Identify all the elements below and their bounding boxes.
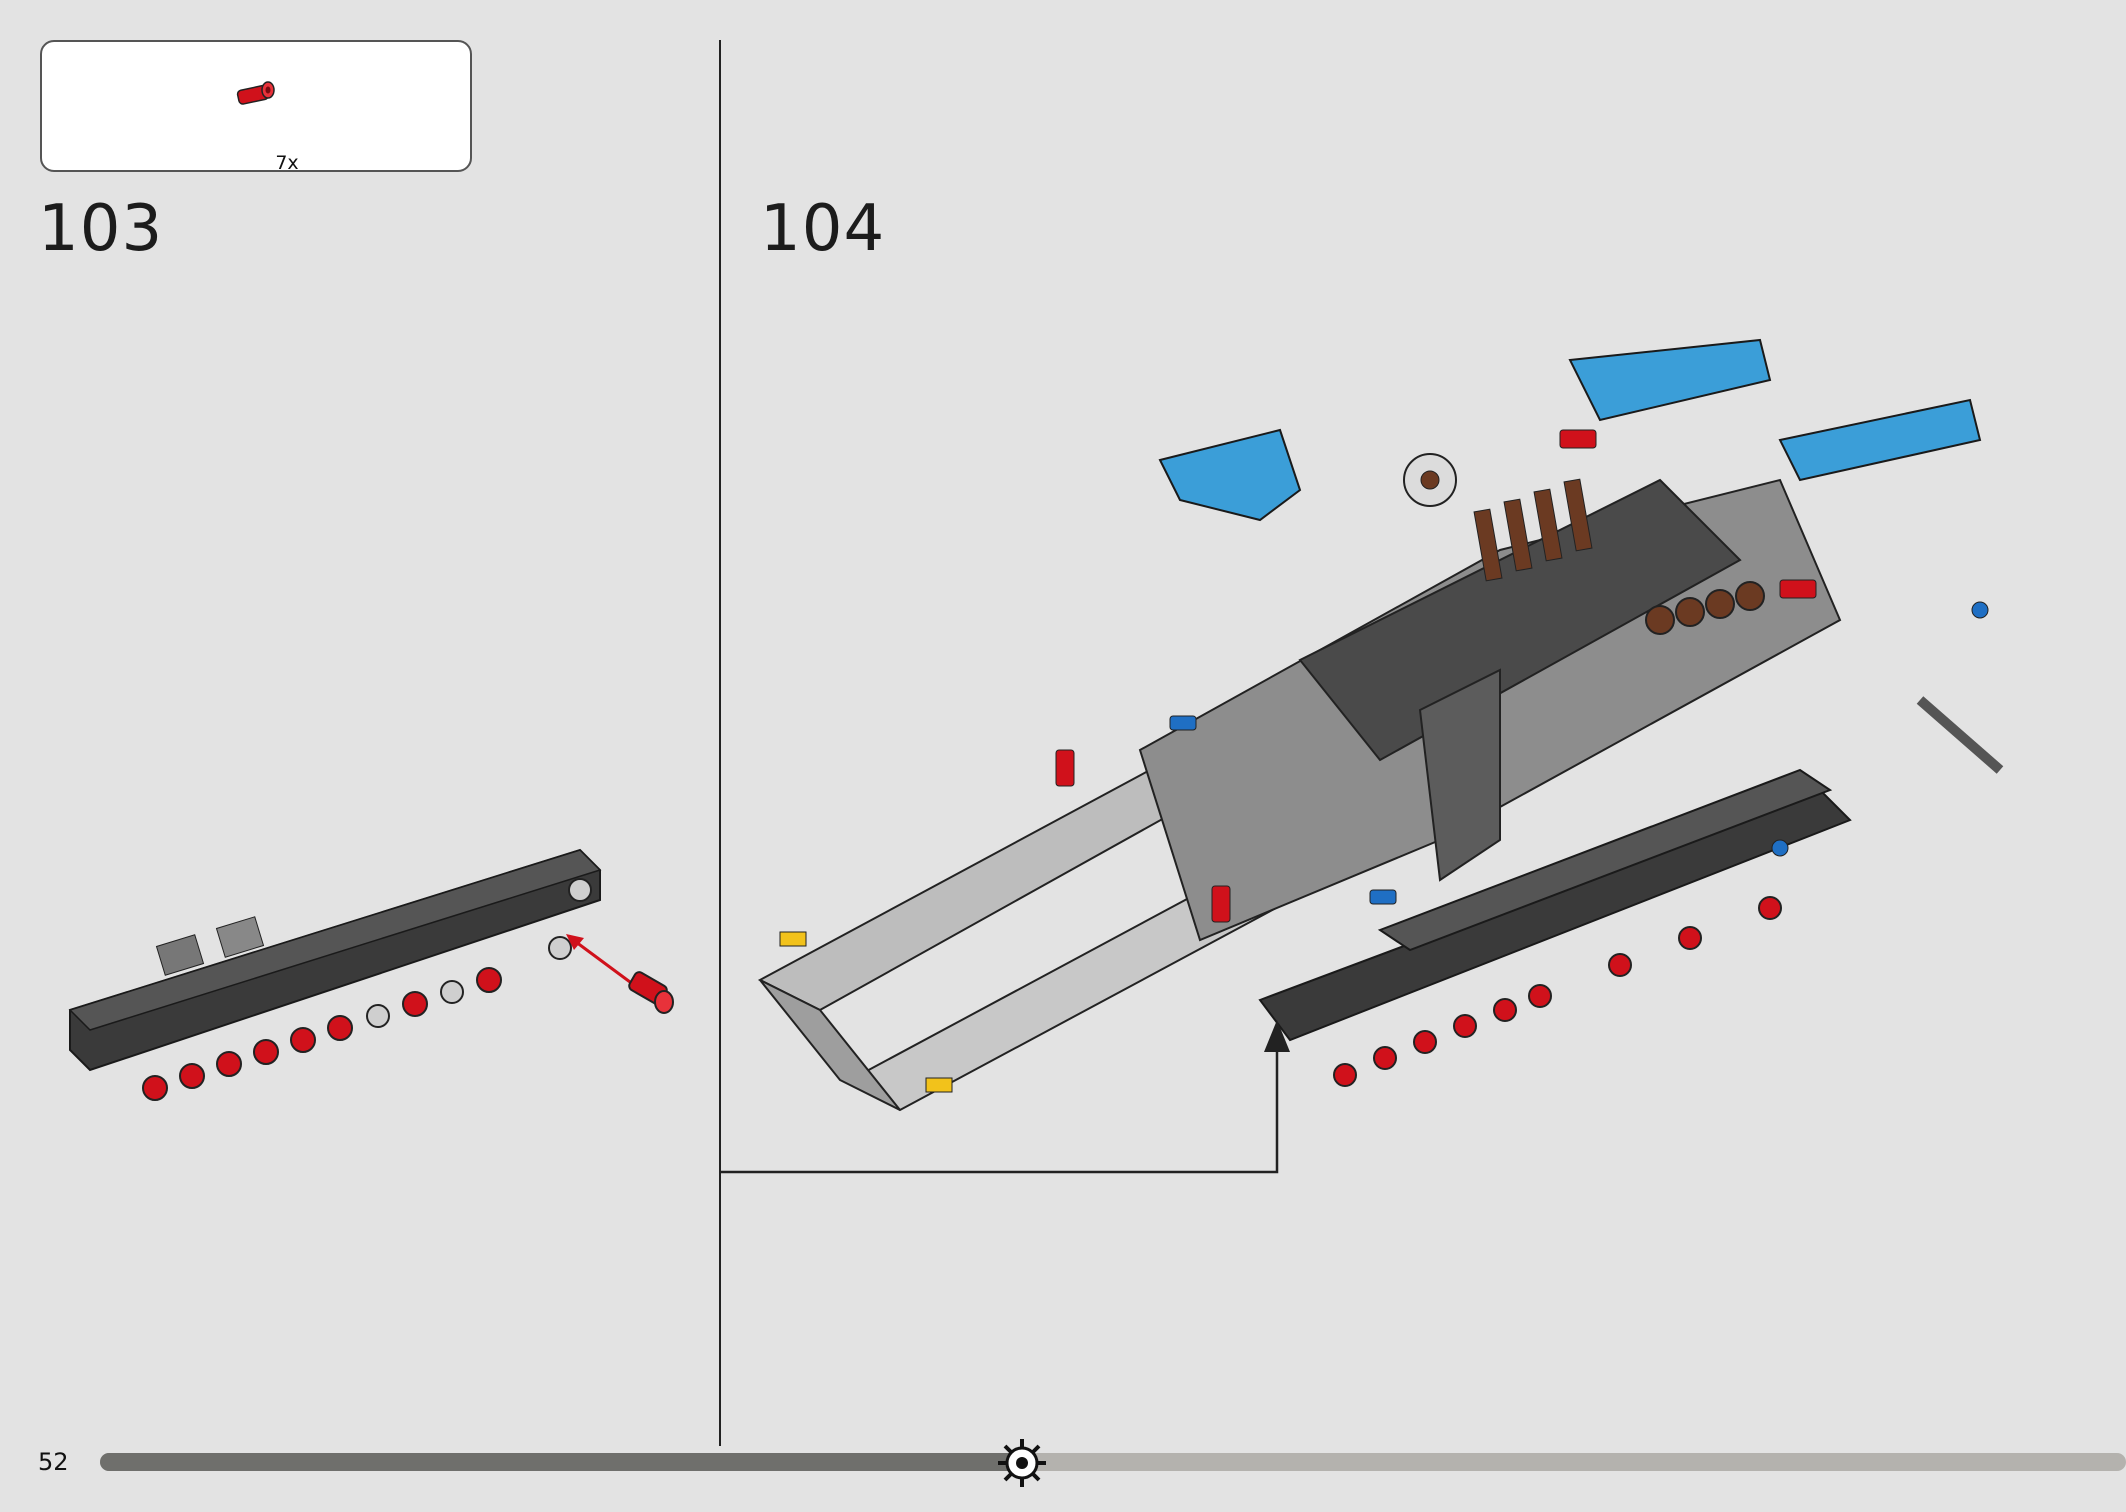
blue-panels [1158,338,1982,522]
parts-needed-box: 7x [40,40,472,174]
build-progress-bar [100,1453,2126,1471]
brown-axles [1473,478,1765,635]
red-pin-to-insert [628,971,674,1014]
red-axle-pin-icon [236,81,275,105]
page-number: 52 [38,1448,69,1476]
part-quantity: 7x [275,152,299,174]
dark-side-beams [1258,768,1852,1042]
step-103-assembly-illustration [68,848,674,1101]
dark-beam-assembly [68,848,602,1072]
step-divider [719,40,721,1446]
central-body [1138,478,1842,942]
step-number-103: 103 [38,192,164,266]
red-pins [1055,429,1817,1087]
progress-gear-icon [997,1439,1046,1487]
insertion-arrow [566,934,631,984]
gear [1403,453,1457,507]
rear-axle [1916,696,2004,774]
step-number-104: 104 [760,192,886,266]
yellow-pins [779,931,953,1093]
red-pin-row [142,878,592,1101]
blue-pins [1169,601,1989,905]
step-104-chassis-illustration [757,338,2004,1112]
build-progress-fill [100,1453,1022,1471]
